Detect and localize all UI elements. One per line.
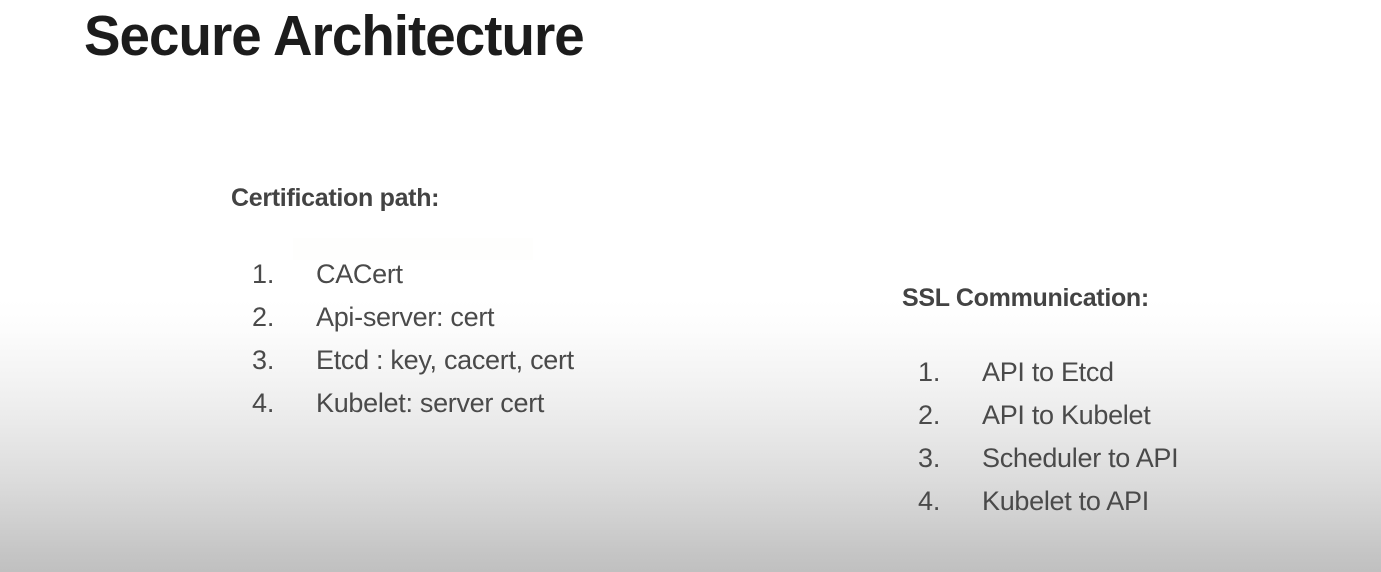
certification-path-heading: Certification path: <box>231 184 440 212</box>
page-title: Secure Architecture <box>84 4 585 68</box>
list-item-number: 4. <box>918 486 941 516</box>
list-item-number: 1. <box>252 259 275 289</box>
list-item-number: 1. <box>918 357 941 387</box>
list-item: 1. API to Etcd <box>918 357 1178 400</box>
list-item-number: 2. <box>918 400 941 430</box>
list-item: 3. Etcd : key, cacert, cert <box>252 345 574 388</box>
list-item: 2. Api-server: cert <box>252 302 574 345</box>
list-item-label: Etcd : key, cacert, cert <box>316 345 574 375</box>
list-item: 1. CACert <box>252 259 574 302</box>
list-item: 4. Kubelet to API <box>918 486 1178 529</box>
certification-path-list: 1. CACert 2. Api-server: cert 3. Etcd : … <box>252 259 574 431</box>
list-item-label: API to Etcd <box>982 357 1114 387</box>
ssl-communication-heading: SSL Communication: <box>902 284 1149 312</box>
ssl-communication-list: 1. API to Etcd 2. API to Kubelet 3. Sche… <box>918 357 1179 529</box>
list-item-label: Kubelet: server cert <box>316 388 545 418</box>
list-item: 2. API to Kubelet <box>918 400 1178 443</box>
list-item-number: 3. <box>252 345 275 375</box>
list-item-number: 3. <box>918 443 941 473</box>
list-item-label: CACert <box>316 259 403 289</box>
list-item-label: API to Kubelet <box>982 400 1151 430</box>
list-item: 4. Kubelet: server cert <box>252 388 574 431</box>
ssl-communication-block: SSL Communication: 1. API to Etcd 2. API… <box>902 283 1179 529</box>
list-item-number: 4. <box>252 388 275 418</box>
list-item: 3. Scheduler to API <box>918 443 1179 486</box>
list-item-label: Scheduler to API <box>982 443 1179 473</box>
list-item-label: Kubelet to API <box>982 486 1149 516</box>
list-item-number: 2. <box>252 302 275 332</box>
certification-path-block: Certification path: 1. CACert 2. Api-ser… <box>231 183 574 431</box>
list-item-label: Api-server: cert <box>316 302 495 332</box>
